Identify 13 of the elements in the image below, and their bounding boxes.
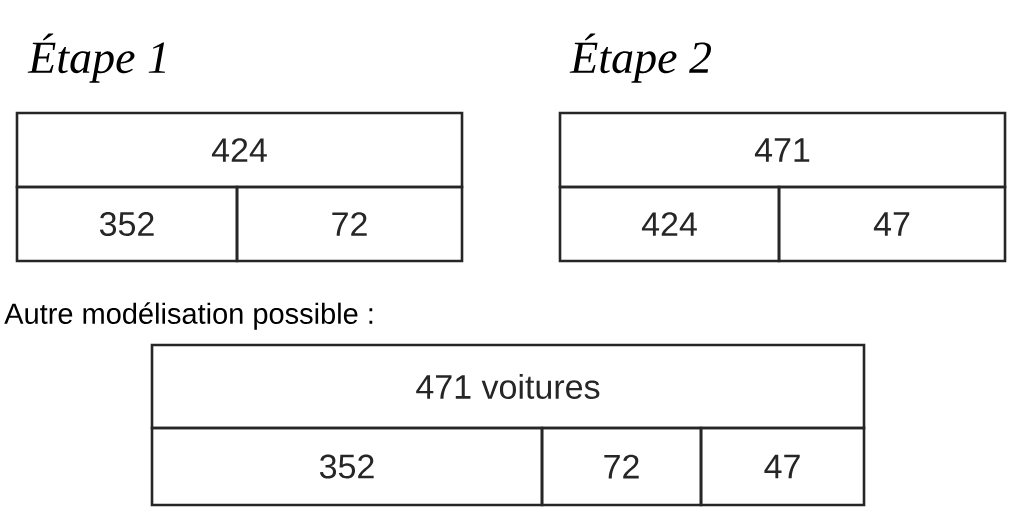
bar-segment: 352 (15, 185, 239, 263)
bar-segment: 72 (235, 185, 464, 263)
step-heading: Étape 1 (27, 33, 166, 83)
caption-text: Autre modélisation possible : (4, 302, 373, 330)
bar-segment: 47 (777, 185, 1007, 263)
bar-segment: 47 (699, 426, 866, 507)
bar-segment: 352 (150, 426, 544, 507)
step-heading: Étape 2 (569, 33, 711, 83)
bar-segment: 72 (540, 426, 703, 507)
bar-segment: 471 voitures (150, 343, 866, 430)
bar-segment: 471 (558, 111, 1007, 189)
bar-segment: 424 (558, 185, 781, 263)
bar-segment: 424 (15, 111, 464, 189)
